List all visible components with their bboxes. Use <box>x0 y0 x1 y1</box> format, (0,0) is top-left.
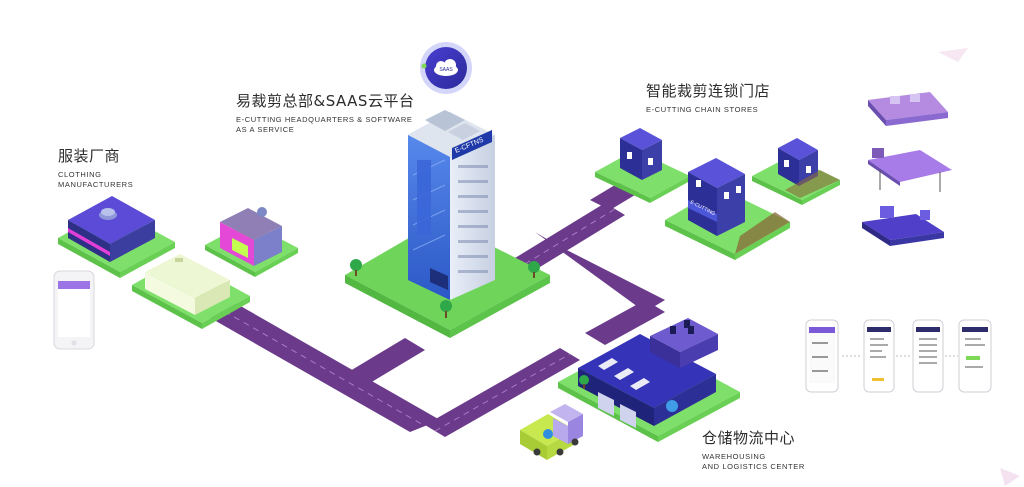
app-phone-3 <box>912 319 944 393</box>
store-platform-center[interactable]: E-CUTTING <box>665 158 790 260</box>
road-markings <box>214 208 616 432</box>
app-phone-4 <box>958 319 992 393</box>
hq-title-cn: 易裁剪总部&SAAS云平台 <box>236 92 415 110</box>
hq-tower[interactable]: E-CFTNS <box>408 110 495 300</box>
store-platform-right[interactable] <box>752 138 840 205</box>
decor-petal <box>938 48 968 62</box>
warehouse-title-en-1: WAREHOUSING <box>702 452 766 461</box>
clothing-platform-small[interactable] <box>205 207 298 277</box>
cloud-label: SAAS <box>439 67 453 73</box>
stores-title-en-1: E-CUTTING CHAIN STORES <box>646 105 759 114</box>
hq-title-en-2: AS A SERVICE <box>236 125 295 134</box>
warehouse-title-en-2: AND LOGISTICS CENTER <box>702 462 805 471</box>
tree-icon <box>528 261 540 278</box>
stores-title-cn: 智能裁剪连锁门店 <box>646 82 771 100</box>
tree-icon <box>350 259 362 276</box>
truck-icon[interactable] <box>520 404 583 460</box>
tree-icon <box>440 300 452 318</box>
stores-label: 智能裁剪连锁门店 E-CUTTING CHAIN STORES <box>646 80 770 115</box>
clothing-platform-warehouse[interactable] <box>132 254 250 329</box>
tree-icon <box>579 375 589 389</box>
warehouse-platform[interactable] <box>558 318 740 442</box>
clothing-title-cn: 服装厂商 <box>58 147 121 165</box>
decor-petal <box>1000 468 1020 486</box>
warehouse-label: 仓储物流中心 WAREHOUSING AND LOGISTICS CENTER <box>702 427 805 472</box>
clothing-title-en-2: MANUFACTURERS <box>58 180 134 189</box>
machine-icon <box>868 92 948 126</box>
machine-icon <box>862 206 944 246</box>
hq-label: 易裁剪总部&SAAS云平台 E-CUTTING HEADQUARTERS & S… <box>236 90 414 135</box>
app-phone-1 <box>805 319 839 393</box>
store-platform-left[interactable] <box>595 128 690 203</box>
machine-icon <box>868 148 952 192</box>
clothing-label: 服装厂商 CLOTHING MANUFACTURERS <box>58 145 133 190</box>
clothing-title-en-1: CLOTHING <box>58 170 102 179</box>
warehouse-title-cn: 仓储物流中心 <box>702 429 796 447</box>
phone-icon <box>53 270 95 350</box>
hq-title-en-1: E-CUTTING HEADQUARTERS & SOFTWARE <box>236 115 413 124</box>
app-phone-2 <box>863 319 895 393</box>
clothing-platform-large[interactable] <box>58 196 175 278</box>
cloud-icon[interactable]: SAAS <box>420 42 472 94</box>
